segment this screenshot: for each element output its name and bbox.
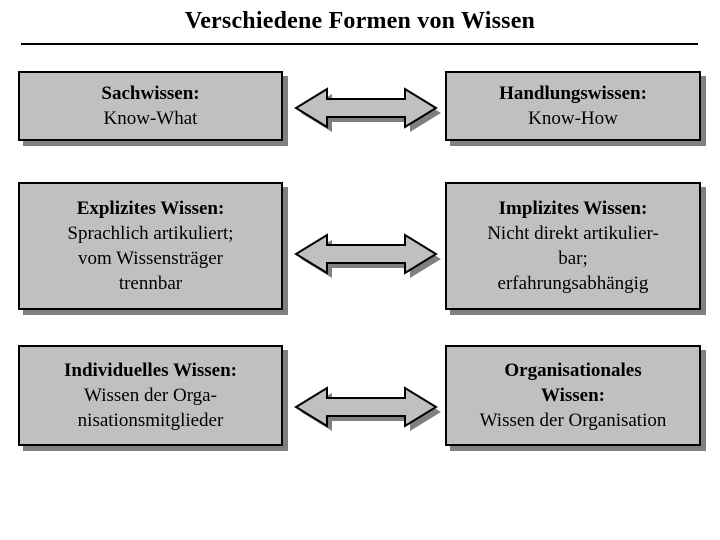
knowledge-box-handlungswissen[interactable]: Handlungswissen: Know-How xyxy=(445,71,701,141)
double-headed-arrow-row-2 xyxy=(291,225,441,283)
double-arrow-icon xyxy=(294,386,441,431)
box-body: Sprachlich artikuliert; vom Wissensträge… xyxy=(67,223,234,294)
page-title: Verschiedene Formen von Wissen xyxy=(184,8,536,34)
double-headed-arrow-row-1 xyxy=(291,79,441,137)
box-body: Nicht direkt artikulier- bar; erfahrungs… xyxy=(487,223,659,294)
double-arrow-icon xyxy=(294,87,441,132)
knowledge-box-individuelles-wissen[interactable]: Individuelles Wissen: Wissen der Orga- n… xyxy=(18,345,283,446)
knowledge-box-explizites-wissen[interactable]: Explizites Wissen: Sprachlich artikulier… xyxy=(18,182,283,310)
knowledge-box-implizites-wissen[interactable]: Implizites Wissen: Nicht direkt artikuli… xyxy=(445,182,701,310)
box-body: Wissen der Organisation xyxy=(479,410,667,431)
box-body: Wissen der Orga- nisationsmitglieder xyxy=(77,385,224,431)
box-heading: Individuelles Wissen: xyxy=(64,360,237,381)
knowledge-box-sachwissen[interactable]: Sachwissen: Know-What xyxy=(18,71,283,141)
box-body: Know-What xyxy=(103,108,198,129)
box-heading: Sachwissen: xyxy=(101,83,200,104)
box-heading: Organisationales Wissen: xyxy=(504,360,642,406)
title-divider xyxy=(21,43,698,45)
box-heading: Handlungswissen: xyxy=(499,83,647,104)
box-heading: Explizites Wissen: xyxy=(76,198,225,219)
box-body: Know-How xyxy=(528,108,618,129)
box-heading: Implizites Wissen: xyxy=(498,198,648,219)
double-arrow-icon xyxy=(294,233,441,278)
double-headed-arrow-row-3 xyxy=(291,378,441,436)
knowledge-box-organisationales-wissen[interactable]: Organisationales Wissen: Wissen der Orga… xyxy=(445,345,701,446)
